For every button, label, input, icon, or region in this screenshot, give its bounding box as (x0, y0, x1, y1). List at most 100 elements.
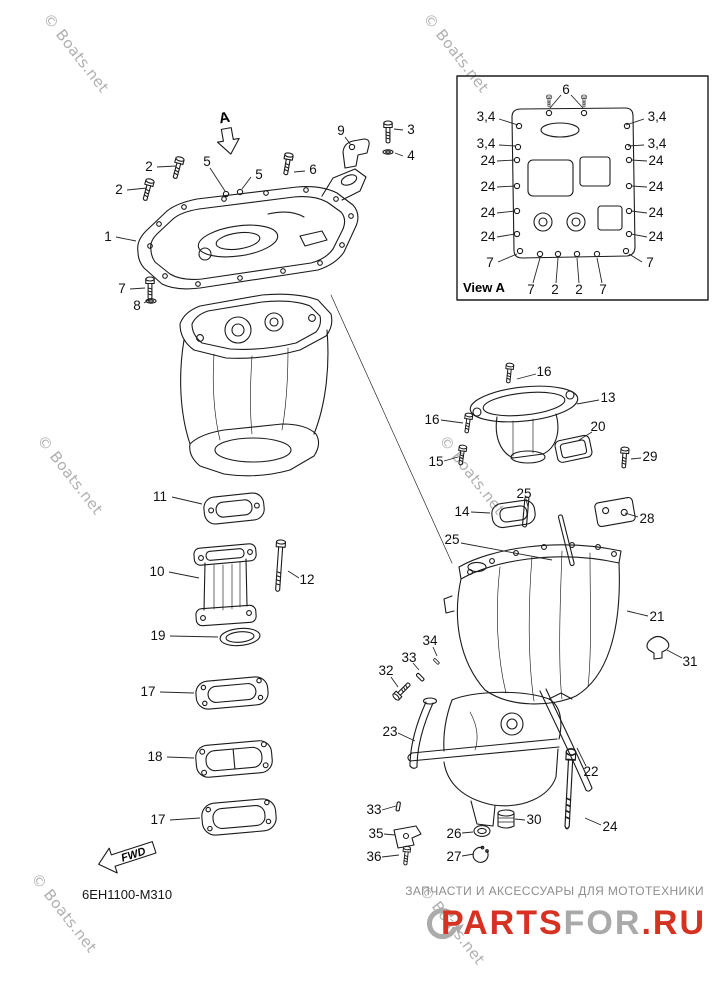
callout-11[interactable]: 11 (153, 489, 167, 504)
leader-line (115, 236, 137, 242)
callout-17[interactable]: 17 (150, 812, 165, 827)
grommet-30-drawing (497, 809, 515, 829)
exhaust-clamp-drawing (342, 138, 370, 169)
bolt-12-drawing (272, 539, 287, 593)
leader-line (209, 167, 226, 192)
callout-5[interactable]: 5 (203, 154, 211, 169)
callout-8[interactable]: 8 (133, 298, 141, 313)
callout-6[interactable]: 6 (562, 82, 570, 97)
leader-line (630, 457, 642, 460)
callout-33[interactable]: 33 (366, 802, 381, 817)
callout-30[interactable]: 30 (526, 812, 541, 827)
footer-logo-text: PARTSFOR.RU (441, 904, 706, 942)
leader-line (625, 118, 645, 126)
leader-line (460, 542, 553, 561)
callout-24[interactable]: 24 (648, 179, 664, 194)
callout-3[interactable]: 3 (407, 122, 415, 137)
callout-24[interactable]: 24 (648, 229, 664, 244)
leader-line (412, 662, 420, 671)
leader-line (497, 253, 518, 263)
callout-24[interactable]: 24 (648, 153, 664, 168)
callout-19[interactable]: 19 (150, 628, 165, 643)
leader-line (576, 747, 587, 767)
callout-14[interactable]: 14 (454, 504, 470, 519)
bracket-35-drawing (393, 801, 422, 866)
callout-23[interactable]: 23 (382, 724, 397, 739)
callout-24[interactable]: 24 (480, 205, 496, 220)
callout-35[interactable]: 35 (368, 826, 383, 841)
leader-line (576, 257, 580, 284)
callout-7[interactable]: 7 (599, 282, 607, 297)
callout-32[interactable]: 32 (378, 663, 393, 678)
watermark-layer: © Boats.net© Boats.net© Boats.net© Boats… (27, 10, 508, 969)
callout-31[interactable]: 31 (682, 654, 697, 669)
bolt-24-drawing (561, 747, 577, 830)
leader-line (440, 419, 464, 424)
callout-24[interactable]: 24 (480, 179, 496, 194)
callout-16[interactable]: 16 (536, 364, 551, 379)
callout-25[interactable]: 25 (444, 532, 459, 547)
callout-3,4[interactable]: 3,4 (477, 136, 496, 151)
leader-line (156, 165, 177, 168)
callout-7[interactable]: 7 (118, 281, 126, 296)
callout-21[interactable]: 21 (649, 609, 664, 624)
exhaust-guide-drawing (179, 293, 333, 477)
leader-line (624, 512, 639, 518)
callout-9[interactable]: 9 (337, 123, 345, 138)
logo-text-3: .RU (641, 904, 706, 942)
callout-18[interactable]: 18 (147, 749, 162, 764)
muffler-10-drawing (193, 543, 257, 627)
leader-line (578, 431, 593, 441)
callout-17[interactable]: 17 (140, 684, 155, 699)
callout-25[interactable]: 25 (516, 486, 531, 501)
view-direction-arrow: A (216, 109, 240, 155)
callout-2[interactable]: 2 (115, 182, 123, 197)
callout-15[interactable]: 15 (428, 454, 443, 469)
callout-24[interactable]: 24 (480, 153, 496, 168)
callout-16[interactable]: 16 (424, 412, 439, 427)
callout-6[interactable]: 6 (309, 162, 317, 177)
callout-1[interactable]: 1 (104, 229, 112, 244)
callout-24[interactable]: 24 (480, 229, 496, 244)
callout-2[interactable]: 2 (575, 282, 583, 297)
callout-26[interactable]: 26 (446, 826, 461, 841)
leader-line (470, 511, 491, 514)
callout-22[interactable]: 22 (583, 764, 598, 779)
grommet-31-drawing (646, 635, 670, 660)
callout-12[interactable]: 12 (299, 572, 314, 587)
leader-line (381, 805, 397, 811)
leader-line (514, 818, 526, 821)
callout-7[interactable]: 7 (646, 255, 654, 270)
callout-2[interactable]: 2 (551, 282, 559, 297)
callout-4[interactable]: 4 (407, 148, 415, 163)
leader-line (555, 257, 559, 284)
callout-28[interactable]: 28 (639, 511, 654, 526)
callout-2[interactable]: 2 (145, 159, 153, 174)
watermark-text: © Boats.net (27, 870, 100, 957)
leader-line (129, 287, 146, 290)
callout-33[interactable]: 33 (401, 650, 416, 665)
view-arrow-label: A (218, 109, 232, 128)
callout-7[interactable]: 7 (527, 282, 535, 297)
callout-5[interactable]: 5 (255, 167, 263, 182)
callout-34[interactable]: 34 (422, 633, 438, 648)
callout-20[interactable]: 20 (590, 419, 605, 434)
gear-housing-drawing (407, 691, 573, 827)
gasket-17b-drawing (201, 798, 277, 836)
callout-3,4[interactable]: 3,4 (648, 136, 667, 151)
callout-29[interactable]: 29 (642, 449, 657, 464)
callout-24[interactable]: 24 (602, 819, 618, 834)
callout-10[interactable]: 10 (149, 564, 164, 579)
oring-19-drawing (219, 627, 261, 647)
callout-7[interactable]: 7 (486, 255, 494, 270)
leader-line (287, 570, 300, 579)
callout-3,4[interactable]: 3,4 (648, 109, 667, 124)
callout-36[interactable]: 36 (366, 849, 381, 864)
leader-line (169, 635, 219, 638)
leader-line (516, 373, 537, 380)
callout-27[interactable]: 27 (446, 849, 461, 864)
callout-13[interactable]: 13 (600, 390, 615, 405)
callout-24[interactable]: 24 (648, 205, 664, 220)
footer-logo: PARTSFOR.RU (426, 904, 706, 942)
callout-3,4[interactable]: 3,4 (477, 109, 496, 124)
